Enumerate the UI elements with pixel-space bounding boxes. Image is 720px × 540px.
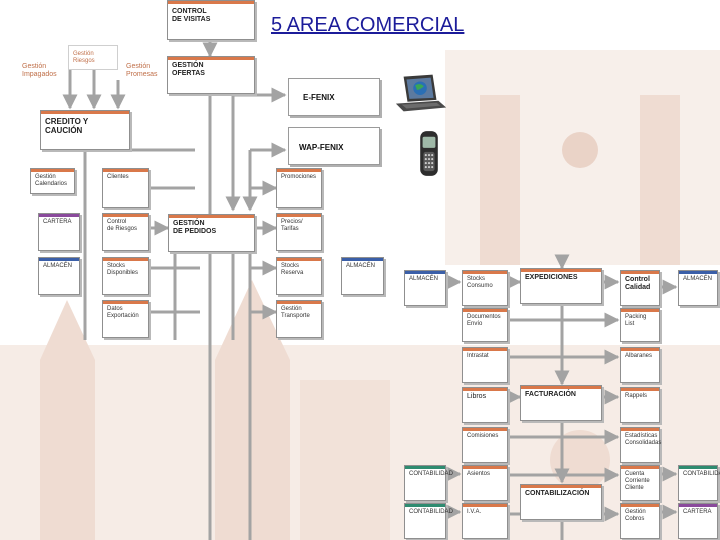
label-gestion-impagados: Gestión Impagados [22,63,57,78]
node-contabilidad-l2: CONTABILIDAD [404,503,453,539]
node-contabilizacion: CONTABILIZACIÓN [520,484,602,520]
node-stocks-disponibles: Stocks Disponibles [102,257,149,295]
node-libros: Libros [462,387,508,423]
node-contabilidad-r1: CONTABILIDAD [678,465,720,501]
node-promociones: Promociones [276,168,322,208]
node-stocks-reserva: Stocks Reserva [276,257,322,295]
label-gestion-promesas: Gestión Promesas [126,63,158,78]
box-wapfenix: WAP-FENIX [288,127,380,165]
node-gestion-calendarios: Gestión Calendarios [30,168,75,194]
node-gestion-riesgos: Gestión Riesgos [68,45,118,70]
node-cartera: CARTERA [38,213,80,251]
node-iva: I.V.A. [462,503,508,539]
node-gestion-transporte: Gestión Transporte [276,300,322,338]
node-intrastat: Intrastat [462,347,508,383]
node-gestion-cobros: Gestión Cobros [620,503,660,539]
node-rappels: Rappels [620,387,660,423]
node-clientes: Clientes [102,168,149,208]
node-datos-exportacion: Datos Exportación [102,300,149,338]
node-almacen-left: ALMACÉN [38,257,80,295]
node-estadisticas: Estadísticas Consolidadas [620,427,661,463]
mobile-phone-icon [420,131,438,176]
node-almacen-r2: ALMACÉN [678,270,718,306]
node-cuenta-corriente: Cuenta Corriente Cliente [620,465,660,501]
node-credito-caucion: CREDITO Y CAUCIÓN [40,110,130,150]
node-asientos: Asientos [462,465,508,501]
node-control-riesgos: Control de Riesgos [102,213,149,251]
node-albaranes: Albaranes [620,347,660,383]
page-title: 5 AREA COMERCIAL [271,14,465,36]
box-efenix: E-FENIX [288,78,380,116]
node-facturacion: FACTURACIÓN [520,385,602,421]
node-stocks-consumo: Stocks Consumo [462,270,508,306]
node-cartera-r: CARTERA [678,503,718,539]
node-contabilidad-l1: CONTABILIDAD [404,465,453,501]
node-almacen-r1: ALMACÉN [404,270,446,306]
node-almacen-mid: ALMACÉN [341,257,384,295]
laptop-icon [395,74,447,112]
node-documentos-envio: Documentos Envío [462,308,508,342]
node-gestion-pedidos: GESTIÓN DE PEDIDOS [168,214,255,252]
node-control-visitas: CONTROL DE VISITAS [167,0,255,40]
node-control-calidad: Control Calidad [620,270,660,306]
node-packing-list: Packing List [620,308,660,342]
node-gestion-ofertas: GESTIÓN OFERTAS [167,56,255,94]
node-expediciones: EXPEDICIONES [520,268,602,304]
node-precios-tarifas: Precios/ Tarifas [276,213,322,251]
node-comisiones: Comisiones [462,427,508,463]
